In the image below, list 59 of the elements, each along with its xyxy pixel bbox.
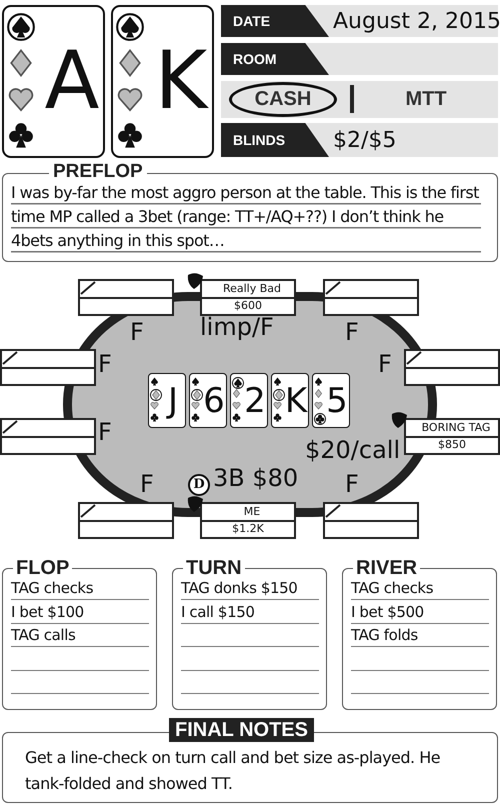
field-label: BLINDS (221, 123, 329, 157)
info-row (221, 123, 498, 157)
note-text: I call $150 (181, 600, 319, 624)
note-text: TAG calls (11, 624, 149, 647)
player-name: Really Bad (222, 281, 282, 296)
playing-card (230, 373, 268, 428)
playing-card (312, 373, 350, 428)
player-name: ME (242, 504, 262, 519)
action-text: F (130, 318, 144, 346)
section-heading: FINAL NOTES (169, 718, 314, 742)
action-text: F (345, 318, 359, 346)
card-rank: 5 (325, 380, 349, 423)
card-rank: 2 (243, 380, 267, 423)
playing-card (2, 5, 105, 158)
circled-option: CASH (229, 82, 337, 117)
action-text: F (345, 470, 359, 498)
info-row (221, 5, 498, 37)
seat-box (323, 279, 419, 316)
field-value: August 2, 2015 (333, 8, 500, 36)
field-label: ROOM (221, 43, 329, 75)
note-text: TAG checks (351, 577, 489, 600)
dealer-button: D (188, 474, 210, 496)
card-rank: K (284, 380, 308, 423)
playing-card (189, 373, 227, 428)
note-text: TAG checks (11, 577, 149, 600)
seat-box (0, 349, 96, 386)
seat-box (0, 418, 96, 455)
playing-card (271, 373, 309, 428)
action-text: F (98, 350, 112, 378)
stack-size: $1.2K (231, 522, 265, 536)
info-row (221, 43, 498, 75)
seat-box (323, 502, 419, 539)
action-text: 3B $80 (213, 464, 298, 492)
action-text: F (378, 350, 392, 378)
action-text: limp/F (200, 313, 274, 341)
option-text: MTT (404, 87, 448, 112)
stack-size: $850 (437, 438, 467, 452)
note-text: TAG folds (351, 624, 489, 647)
action-text: $20/call (305, 436, 400, 464)
seat-box (404, 349, 500, 386)
stack-size: $600 (233, 299, 263, 313)
note-text: I bet $500 (351, 600, 489, 624)
card-rank: A (44, 33, 100, 129)
note-text: Get a line-check on turn call and bet size as-played. He tank-folded and showed TT. (25, 747, 442, 795)
action-text: F (98, 418, 112, 446)
playing-card (111, 5, 214, 158)
seat-box (78, 502, 174, 539)
note-text: TAG donks $150 (181, 577, 319, 600)
field-label: DATE (221, 5, 329, 37)
field-value: $2/$5 (333, 126, 396, 154)
seat-box (78, 279, 174, 316)
note-text: I bet $100 (11, 600, 149, 624)
card-rank: K (154, 33, 209, 129)
card-rank: J (165, 380, 180, 423)
card-rank: 6 (202, 380, 226, 423)
action-text: F (140, 470, 154, 498)
playing-card (148, 373, 186, 428)
player-name: BORING TAG (420, 420, 492, 435)
info-row (221, 81, 498, 118)
